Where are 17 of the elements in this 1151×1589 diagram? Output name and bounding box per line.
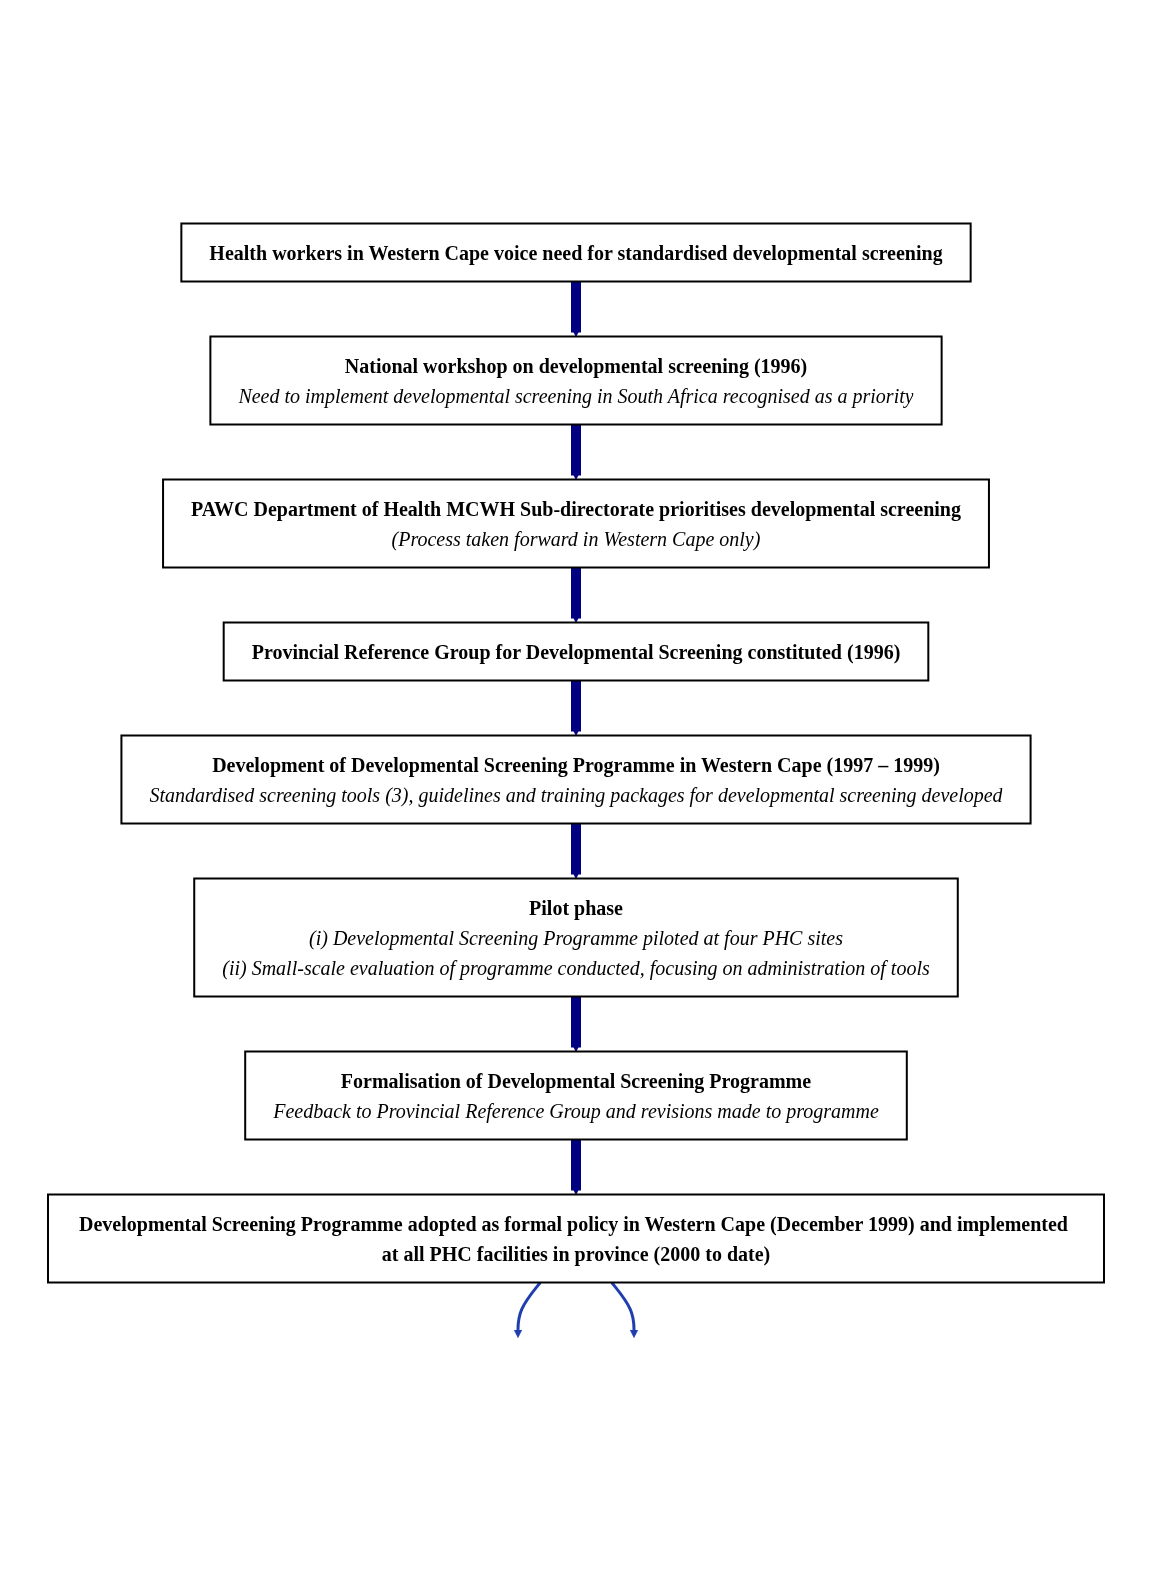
node-box: Health workers in Western Cape voice need for standardised developmental screening xyxy=(179,222,972,283)
arrow xyxy=(570,567,581,623)
arrow xyxy=(570,823,581,879)
node-box: National workshop on developmental screening (1996) Need to implement developmental screening in South Africa recognised as a priority xyxy=(208,335,943,426)
node-box: PAWC Department of Health MCWH Sub-directorate prioritises developmental screening (Process taken forward in Western Cape only) xyxy=(161,478,990,569)
arrow xyxy=(570,996,581,1052)
arrow xyxy=(570,1139,581,1195)
node-box: Pilot phase (i) Developmental Screening Programme piloted at four PHC sites (ii) Small-scale evaluation of programme conducted, focusing on administration of tools xyxy=(192,877,959,998)
node-box: Provincial Reference Group for Developmental Screening constituted (1996) xyxy=(222,621,929,682)
node-box: Development of Developmental Screening Programme in Western Cape (1997 – 1999) Standardised screening tools (3), guidelines and training packages for developmental screening developed xyxy=(119,734,1032,825)
arrow xyxy=(570,424,581,480)
node-box: Developmental Screening Programme adopted as formal policy in Western Cape (December 1999) and implemented at all PHC facilities in province (2000 to date) xyxy=(46,1193,1105,1284)
arrow xyxy=(610,1281,638,1338)
arrow xyxy=(513,1281,541,1338)
node-box: Formalisation of Developmental Screening Programme Feedback to Provincial Reference Group and revisions made to programme xyxy=(243,1050,908,1141)
arrow xyxy=(570,281,581,337)
arrow xyxy=(570,680,581,736)
